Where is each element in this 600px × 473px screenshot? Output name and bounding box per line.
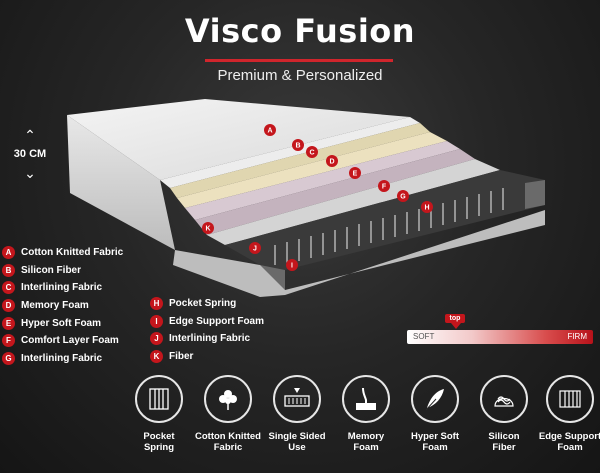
legend-label: Edge Support Foam — [169, 315, 264, 327]
legend-label: Interlining Fabric — [169, 333, 251, 345]
chevron-down-icon: ⌄ — [24, 165, 36, 181]
mattress-top-panel — [67, 99, 410, 180]
edge-foam-right — [525, 180, 545, 209]
callout-D: D — [329, 159, 334, 166]
firmness-firm-label: FIRM — [567, 332, 587, 341]
legend-item: H Pocket Spring — [150, 295, 264, 313]
layer-interlining — [207, 159, 500, 245]
height-indicator: ⌃ 30 CM ⌄ — [8, 128, 52, 180]
legend-label: Cotton Knitted Fabric — [21, 247, 124, 259]
cotton-icon — [204, 375, 252, 423]
callout-F: F — [382, 184, 387, 191]
callout-H: H — [424, 205, 429, 212]
legend-badge: J — [150, 332, 163, 346]
legend-right: H Pocket Spring I Edge Support Foam J Inter… — [150, 295, 264, 365]
legend-label: Fiber — [169, 351, 194, 363]
legend-item: K Fiber — [150, 348, 264, 366]
legend-badge: G — [2, 351, 15, 365]
legend-item: B Silicon Fiber — [2, 262, 123, 280]
legend-badge: I — [150, 314, 163, 328]
legend-badge: C — [2, 281, 15, 295]
legend-item: E Hyper Soft Foam — [2, 314, 123, 332]
chevron-up-icon: ⌃ — [24, 127, 36, 143]
product-subtitle: Premium & Personalized — [217, 67, 383, 84]
memory-foam-icon — [342, 375, 390, 423]
firmness-scale: top SOFT FIRM — [407, 312, 597, 348]
product-title: Visco Fusion — [184, 12, 416, 50]
legend-item: J Interlining Fabric — [150, 330, 264, 348]
legend-badge: D — [2, 299, 15, 313]
firmness-marker-label: top — [445, 314, 465, 323]
firmness-marker-icon — [451, 323, 461, 329]
feather-icon — [411, 375, 459, 423]
mattress-base — [173, 210, 545, 297]
callout-A: A — [267, 128, 272, 135]
silicon-fiber-icon — [480, 375, 528, 423]
legend-item: D Memory Foam — [2, 297, 123, 315]
legend-label: Interlining Fabric — [21, 282, 103, 294]
legend-item: A Cotton Knitted Fabric — [2, 244, 123, 262]
legend-label: Interlining Fabric — [21, 352, 103, 364]
legend-label: Hyper Soft Foam — [21, 317, 102, 329]
callout-K: K — [205, 226, 210, 233]
layer-hyper — [185, 141, 460, 220]
layer-cotton — [160, 117, 420, 188]
single-sided-icon — [273, 375, 321, 423]
legend-item: F Comfort Layer Foam — [2, 332, 123, 350]
title-underline — [205, 59, 393, 62]
legend-badge: B — [2, 263, 15, 277]
legend-label: Silicon Fiber — [21, 264, 82, 276]
layer-silicon — [170, 123, 430, 198]
callout-E: E — [353, 171, 358, 178]
layer-memory — [177, 132, 447, 208]
legend-item: G Interlining Fabric — [2, 350, 123, 368]
legend-badge: A — [2, 246, 15, 260]
pocket-spring-icon — [135, 375, 183, 423]
legend-badge: H — [150, 297, 163, 311]
callout-B: B — [295, 143, 300, 150]
callout-J: J — [253, 246, 257, 253]
legend-item: I Edge Support Foam — [150, 313, 264, 331]
legend-badge: E — [2, 316, 15, 330]
firmness-soft-label: SOFT — [413, 332, 435, 341]
height-value: 30 CM — [13, 148, 47, 160]
callout-C: C — [309, 150, 314, 157]
firmness-gradient-bar — [407, 330, 593, 344]
legend-badge: K — [150, 350, 163, 364]
layer-comfort — [195, 149, 475, 235]
mattress-side-panel — [67, 115, 175, 250]
legend-label: Comfort Layer Foam — [21, 335, 119, 347]
legend-label: Memory Foam — [21, 300, 89, 312]
edge-support-icon — [546, 375, 594, 423]
legend-item: C Interlining Fabric — [2, 279, 123, 297]
mattress-cutaway-illustration: A B C D E F G H I J K — [67, 99, 545, 297]
legend-label: Pocket Spring — [169, 298, 237, 310]
callout-I: I — [291, 263, 293, 270]
spring-block — [225, 170, 545, 270]
legend-badge: F — [2, 334, 15, 348]
callout-G: G — [400, 194, 406, 201]
